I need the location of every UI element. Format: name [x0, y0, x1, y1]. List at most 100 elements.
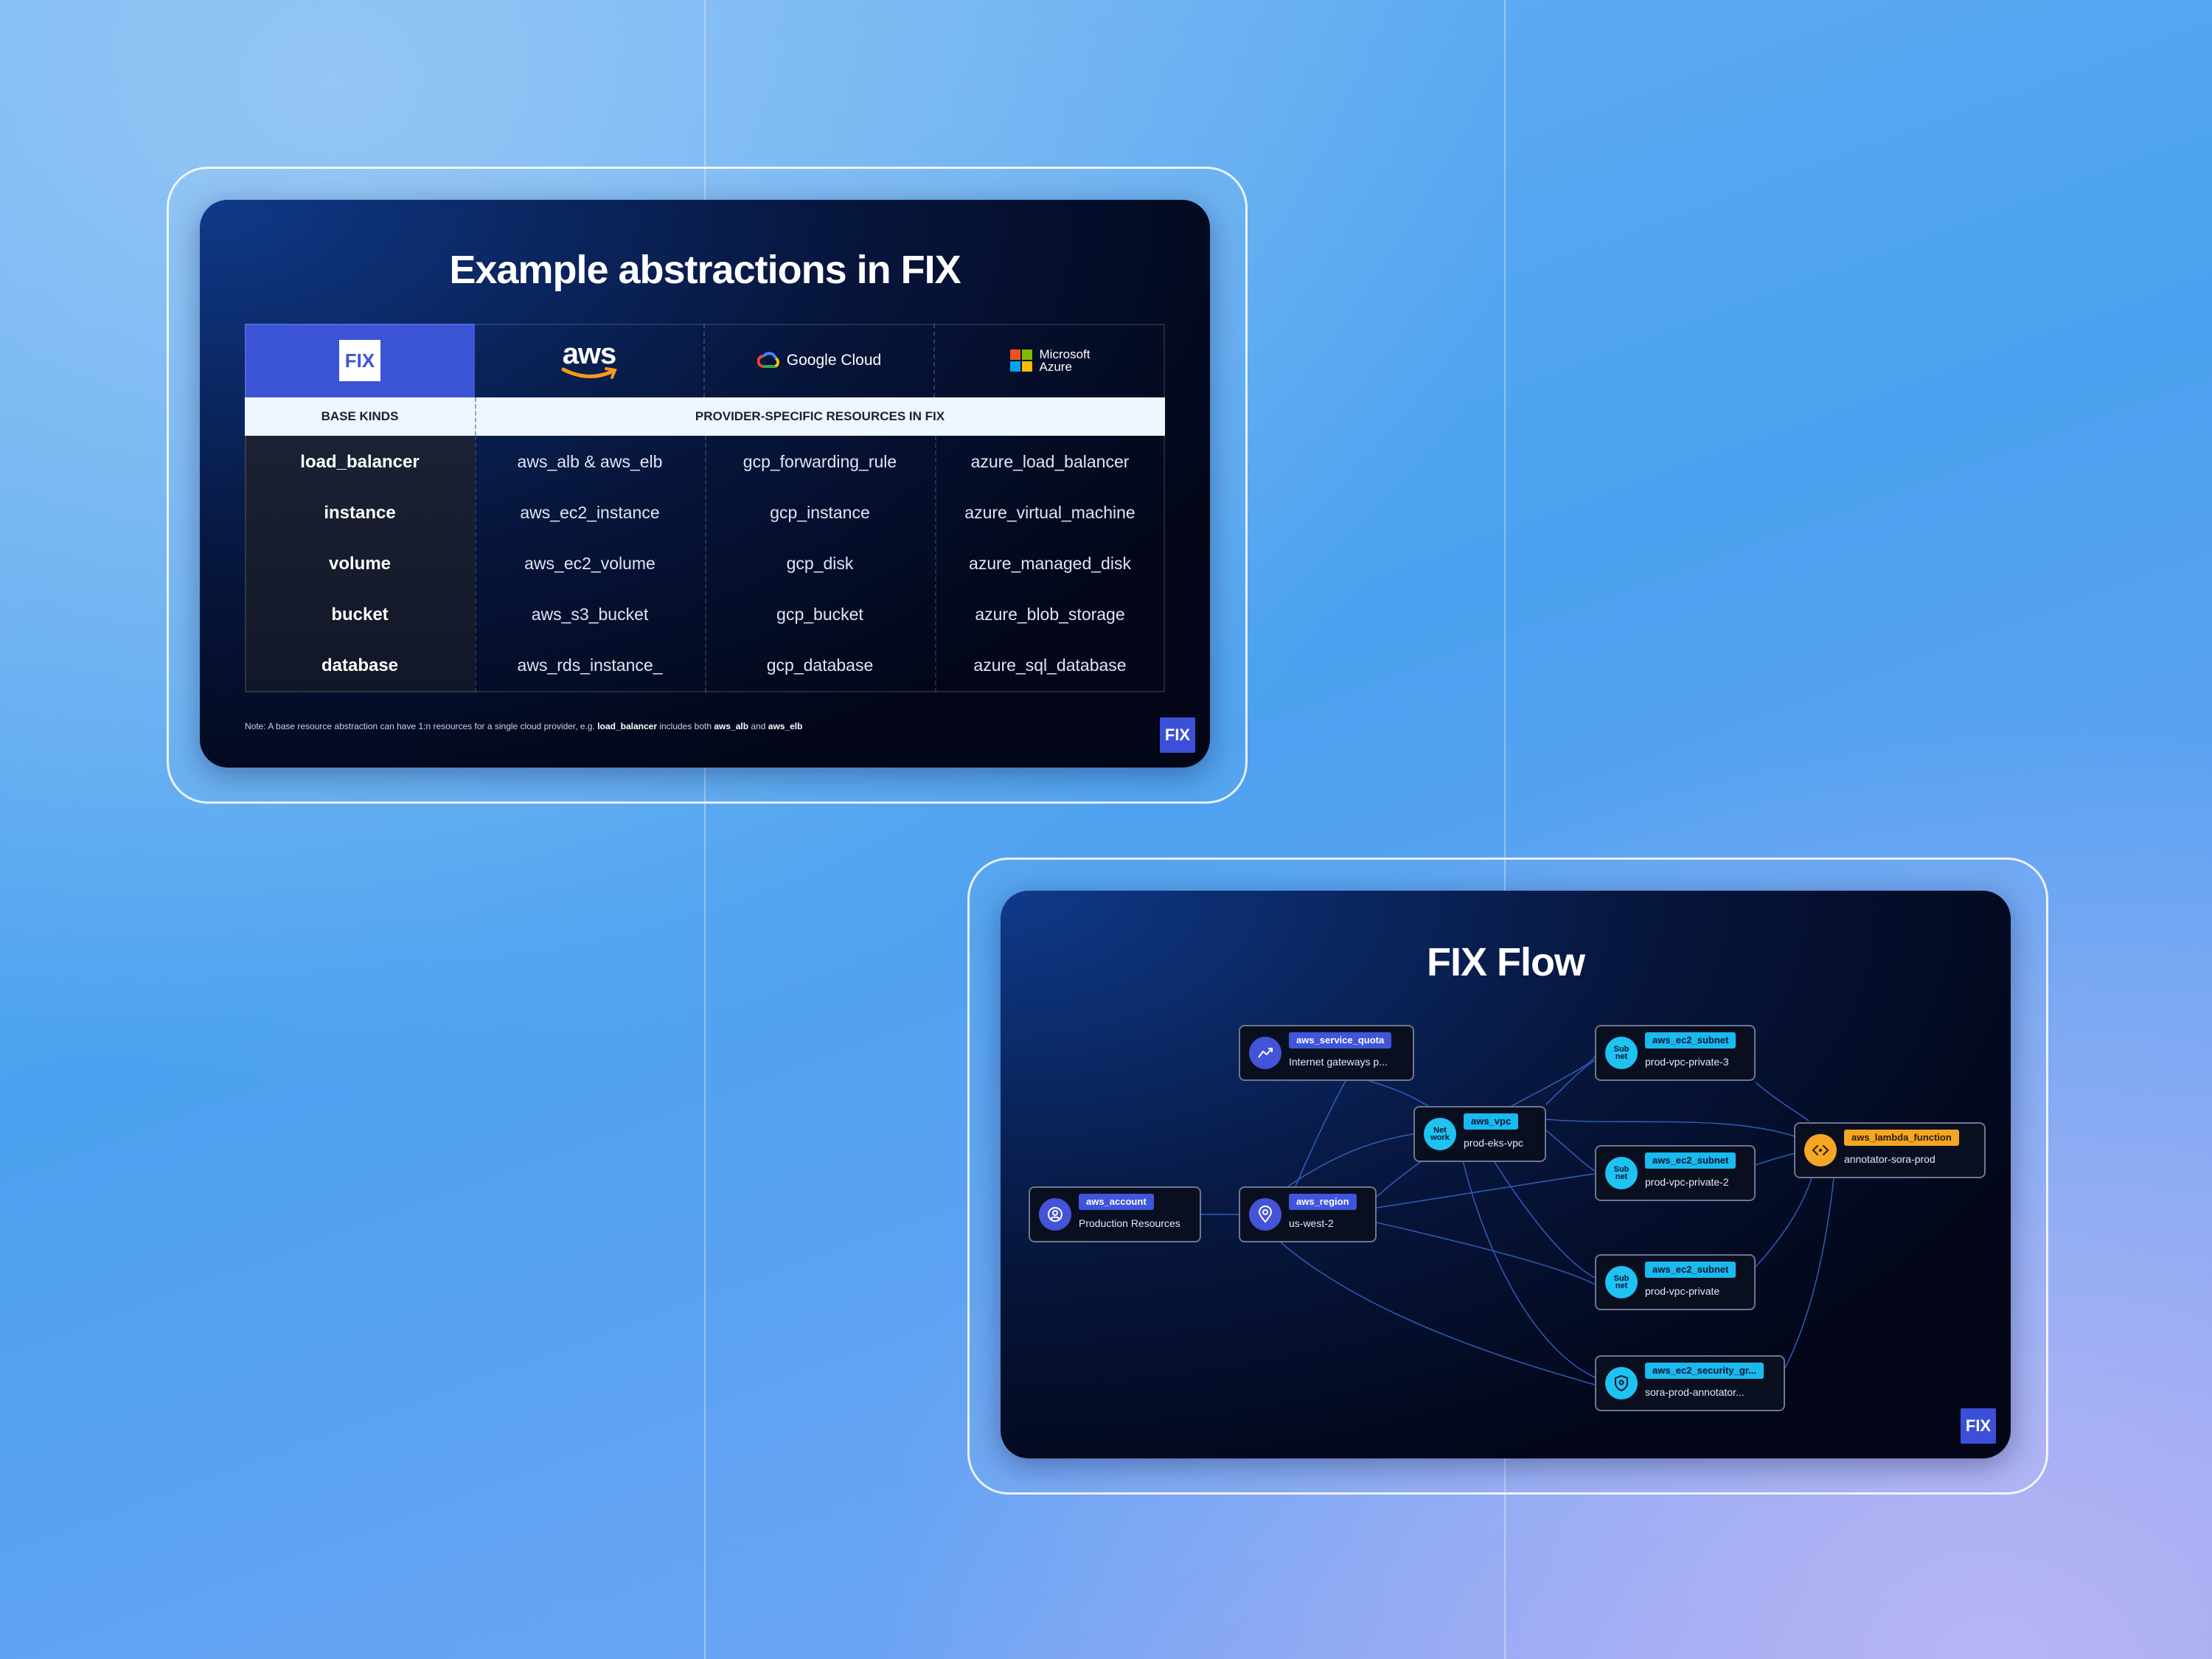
table-subheader-row: BASE KINDS PROVIDER-SPECIFIC RESOURCES I… [245, 397, 1165, 436]
google-cloud-logo: Google Cloud [757, 352, 881, 369]
aws-resource-cell: aws_ec2_volume [524, 554, 655, 573]
edge-quota-vpc [1368, 1080, 1429, 1107]
location-pin-icon [1249, 1198, 1281, 1231]
edge-secgroup-lambda [1781, 1178, 1834, 1374]
aws-resource-cell: aws_rds_instance_ [517, 655, 663, 675]
edge-subnet1-lambda [1755, 1178, 1812, 1267]
node-label: Production Resources [1079, 1217, 1180, 1229]
column-divider [935, 436, 936, 692]
azure-column-header: Microsoft Azure [935, 324, 1165, 397]
node-type-tag: aws_account [1079, 1194, 1154, 1210]
node-aws-account[interactable]: aws_account Production Resources [1029, 1186, 1201, 1242]
node-label: prod-eks-vpc [1464, 1137, 1523, 1149]
base-kinds-header: BASE KINDS [321, 409, 399, 423]
fix-logo: FIX [339, 340, 380, 381]
base-kind-cell: bucket [331, 604, 389, 625]
provider-resources-header: PROVIDER-SPECIFIC RESOURCES IN FIX [695, 409, 945, 423]
node-type-tag: aws_region [1289, 1194, 1357, 1210]
gcp-resource-cell: gcp_disk [786, 554, 854, 573]
node-label: us-west-2 [1289, 1217, 1334, 1229]
node-label: prod-vpc-private [1645, 1285, 1720, 1297]
fix-column-header: FIX [245, 324, 475, 397]
table-footnote: Note: A base resource abstraction can ha… [245, 721, 803, 731]
azure-resource-cell: azure_virtual_machine [964, 503, 1135, 522]
table-slide-title: Example abstractions in FIX [449, 248, 961, 292]
edge-vpc-lambda [1545, 1119, 1809, 1142]
node-type-tag: aws_ec2_security_gr... [1645, 1363, 1764, 1379]
aws-resource-cell: aws_s3_bucket [531, 605, 649, 624]
node-type-tag: aws_ec2_subnet [1645, 1032, 1736, 1048]
node-aws-region[interactable]: aws_region us-west-2 [1239, 1186, 1377, 1242]
node-label: Internet gateways p... [1289, 1056, 1388, 1068]
node-aws-lambda-function[interactable]: aws_lambda_function annotator-sora-prod [1794, 1122, 1986, 1178]
aws-resource-cell: aws_alb & aws_elb [517, 452, 663, 471]
aws-logo: aws [560, 339, 618, 380]
guide-line-vertical-right [1504, 0, 1506, 1659]
shield-icon [1605, 1367, 1638, 1399]
gcp-resource-cell: gcp_bucket [776, 605, 863, 624]
flow-slide-card: FIX Flow aws_account Producti [1001, 891, 2011, 1458]
guide-line-vertical-left [704, 0, 706, 1659]
gcp-resource-cell: gcp_database [766, 655, 874, 675]
abstractions-table: FIX aws Google Cloud [245, 324, 1165, 692]
google-cloud-icon [757, 352, 779, 368]
base-kind-cell: load_balancer [300, 451, 420, 472]
node-label: prod-vpc-private-2 [1645, 1176, 1729, 1188]
gcp-resource-cell: gcp_forwarding_rule [742, 452, 897, 471]
base-kind-cell: instance [324, 502, 396, 523]
edge-region-vpc [1287, 1133, 1414, 1187]
column-divider [475, 436, 476, 692]
node-label: annotator-sora-prod [1844, 1153, 1935, 1165]
node-type-tag: aws_service_quota [1289, 1032, 1392, 1048]
edge-region-subnet3 [1376, 1052, 1596, 1197]
edge-vpc-secgroup [1457, 1137, 1596, 1378]
base-kinds-column [245, 436, 475, 692]
node-type-tag: aws_ec2_subnet [1645, 1152, 1736, 1169]
base-kind-cell: volume [328, 553, 392, 574]
node-type-tag: aws_lambda_function [1844, 1130, 1959, 1146]
edge-vpc-subnet3 [1545, 1060, 1596, 1105]
aws-resource-cell: aws_ec2_instance [520, 503, 660, 522]
user-circle-icon [1039, 1198, 1071, 1231]
azure-resource-cell: azure_sql_database [973, 655, 1127, 675]
aws-smile-icon [561, 367, 617, 379]
node-aws-ec2-security-group[interactable]: aws_ec2_security_gr... sora-prod-annotat… [1595, 1355, 1785, 1411]
fix-corner-badge: FIX [1160, 717, 1195, 753]
edge-region-subnet2 [1376, 1173, 1596, 1208]
microsoft-squares-icon [1009, 349, 1032, 372]
gauge-icon [1249, 1037, 1281, 1069]
azure-resource-cell: azure_blob_storage [975, 605, 1125, 624]
edge-vpc-subnet2 [1545, 1130, 1596, 1172]
table-slide-card: Example abstractions in FIX FIX aws [200, 200, 1210, 768]
edge-region-subnet1 [1376, 1222, 1596, 1285]
base-kind-cell: database [321, 655, 399, 675]
node-aws-service-quota[interactable]: aws_service_quota Internet gateways p... [1239, 1025, 1414, 1081]
flow-slide-title: FIX Flow [1427, 940, 1585, 984]
node-label: sora-prod-annotator... [1645, 1386, 1745, 1398]
table-header-row: FIX aws Google Cloud [245, 324, 1165, 397]
gcp-column-header: Google Cloud [705, 324, 935, 397]
code-brackets-icon [1804, 1134, 1837, 1166]
microsoft-azure-logo: Microsoft Azure [1009, 348, 1090, 373]
column-divider [705, 436, 706, 692]
azure-resource-cell: azure_managed_disk [969, 554, 1131, 573]
edge-subnet3-lambda [1755, 1082, 1809, 1121]
node-type-tag: aws_vpc [1464, 1113, 1519, 1130]
flow-edges [1201, 1052, 1834, 1385]
edge-region-secgroup [1280, 1242, 1596, 1385]
subheader-divider [475, 397, 476, 436]
aws-column-header: aws [475, 324, 705, 397]
node-type-tag: aws_ec2_subnet [1645, 1262, 1736, 1278]
gcp-resource-cell: gcp_instance [770, 503, 870, 522]
node-label: prod-vpc-private-3 [1645, 1056, 1729, 1068]
fix-corner-badge: FIX [1961, 1408, 1996, 1444]
azure-resource-cell: azure_load_balancer [970, 452, 1130, 471]
